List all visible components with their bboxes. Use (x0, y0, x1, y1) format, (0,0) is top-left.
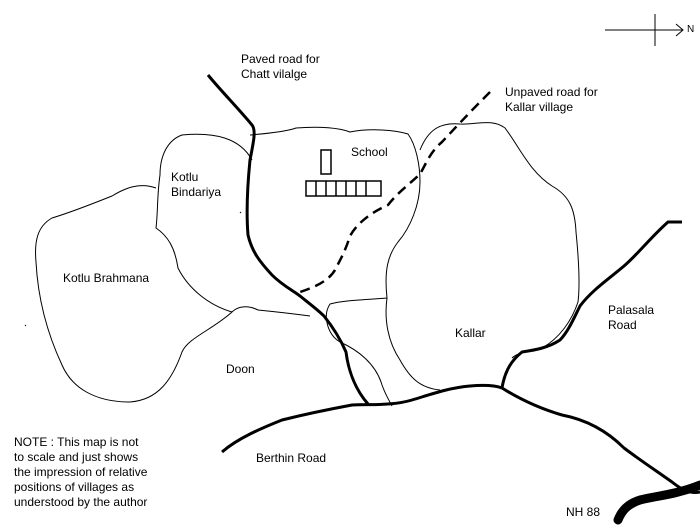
kallar-boundary (419, 122, 580, 359)
nh88-road (501, 386, 700, 494)
kotlu-brahmana-boundary (35, 185, 311, 403)
kallar-west-boundary (385, 297, 441, 391)
paved-road-label-line: Paved road for (241, 52, 320, 66)
paved-road (206, 74, 370, 405)
doon-label: Doon (226, 362, 255, 376)
paved-road-label: Paved road for Chatt vilalge (241, 52, 320, 82)
doon-boundary (325, 303, 393, 407)
berthin-road-label: Berthin Road (256, 451, 327, 465)
berthin-road (221, 383, 503, 454)
unpaved-road-label-line: Unpaved road for (505, 85, 598, 99)
map-note-line: positions of villages as (14, 480, 135, 494)
north-label: N (687, 24, 695, 35)
map-dot (24, 211, 242, 327)
nh88-thick-segment (613, 480, 700, 525)
map-note-line: the impression of relative (14, 465, 148, 479)
kallar-label: Kallar (455, 326, 486, 340)
school-area-boundary (249, 126, 421, 305)
unpaved-road-label-line: Kallar village (505, 100, 574, 114)
map-note-line: understood by the author (14, 495, 148, 509)
school-label: School (351, 145, 388, 159)
school-building-icon (305, 149, 382, 197)
kotlu-bindariya-label-line: Bindariya (171, 185, 222, 199)
kotlu-bindariya-label-line: Kotlu (171, 170, 199, 184)
map-note-line: to scale and just shows (14, 450, 139, 464)
paved-road-label-line: Chatt vilalge (241, 67, 308, 81)
palasala-road-label-line: Road (608, 318, 637, 332)
unpaved-road (299, 91, 491, 294)
nh88-label: NH 88 (566, 505, 601, 519)
map-note: NOTE : This map is not to scale and just… (14, 435, 194, 510)
north-arrow-icon (605, 14, 684, 46)
unpaved-road-label: Unpaved road for Kallar village (505, 85, 598, 115)
palasala-road (500, 220, 682, 389)
map-note-line: NOTE : This map is not (14, 435, 139, 449)
palasala-road-label: Palasala Road (608, 303, 654, 333)
kotlu-brahmana-label: Kotlu Brahmana (63, 271, 150, 285)
palasala-road-label-line: Palasala (608, 303, 655, 317)
kotlu-bindariya-label: Kotlu Bindariya (171, 170, 221, 200)
kotlu-bindariya-boundary (155, 133, 253, 313)
